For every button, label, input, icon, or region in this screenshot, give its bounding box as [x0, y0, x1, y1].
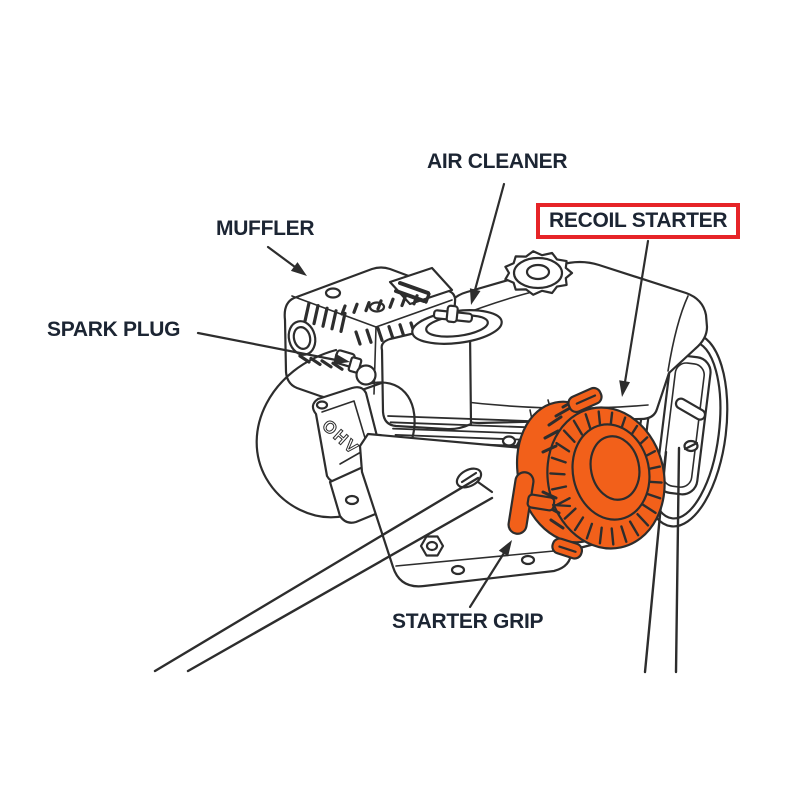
starter-grip-arrowhead	[498, 540, 512, 557]
starter-grip-drawing	[507, 471, 572, 535]
fuel-tank-drawing	[447, 250, 709, 425]
starter-top-tab	[567, 386, 603, 414]
recoil-starter-arrowhead	[619, 380, 630, 397]
starter-grip-label: STARTER GRIP	[392, 610, 544, 633]
recoil-starter-leader	[623, 239, 650, 384]
muffler-arrowhead	[290, 262, 307, 276]
spark-plug-leader	[196, 331, 338, 362]
recoil-starter-label: RECOIL STARTER	[536, 203, 741, 240]
air-cleaner-drawing	[380, 304, 503, 431]
callout-leaders	[196, 182, 650, 609]
air-cleaner-leader	[473, 182, 506, 292]
spark-plug-label: SPARK PLUG	[47, 318, 181, 341]
starter-bottom-tab	[551, 537, 584, 560]
fuel-cap	[504, 250, 574, 296]
air-cleaner-label: AIR CLEANER	[427, 150, 568, 173]
starter-grip-leader	[468, 551, 506, 609]
muffler-leader	[266, 245, 297, 269]
air-cleaner-arrowhead	[469, 288, 481, 305]
muffler-label: MUFFLER	[216, 217, 315, 240]
bracket-lever	[674, 397, 707, 421]
spark-plug-arrowhead	[333, 353, 350, 365]
cable-loop	[255, 348, 346, 519]
control-cables	[153, 476, 494, 673]
